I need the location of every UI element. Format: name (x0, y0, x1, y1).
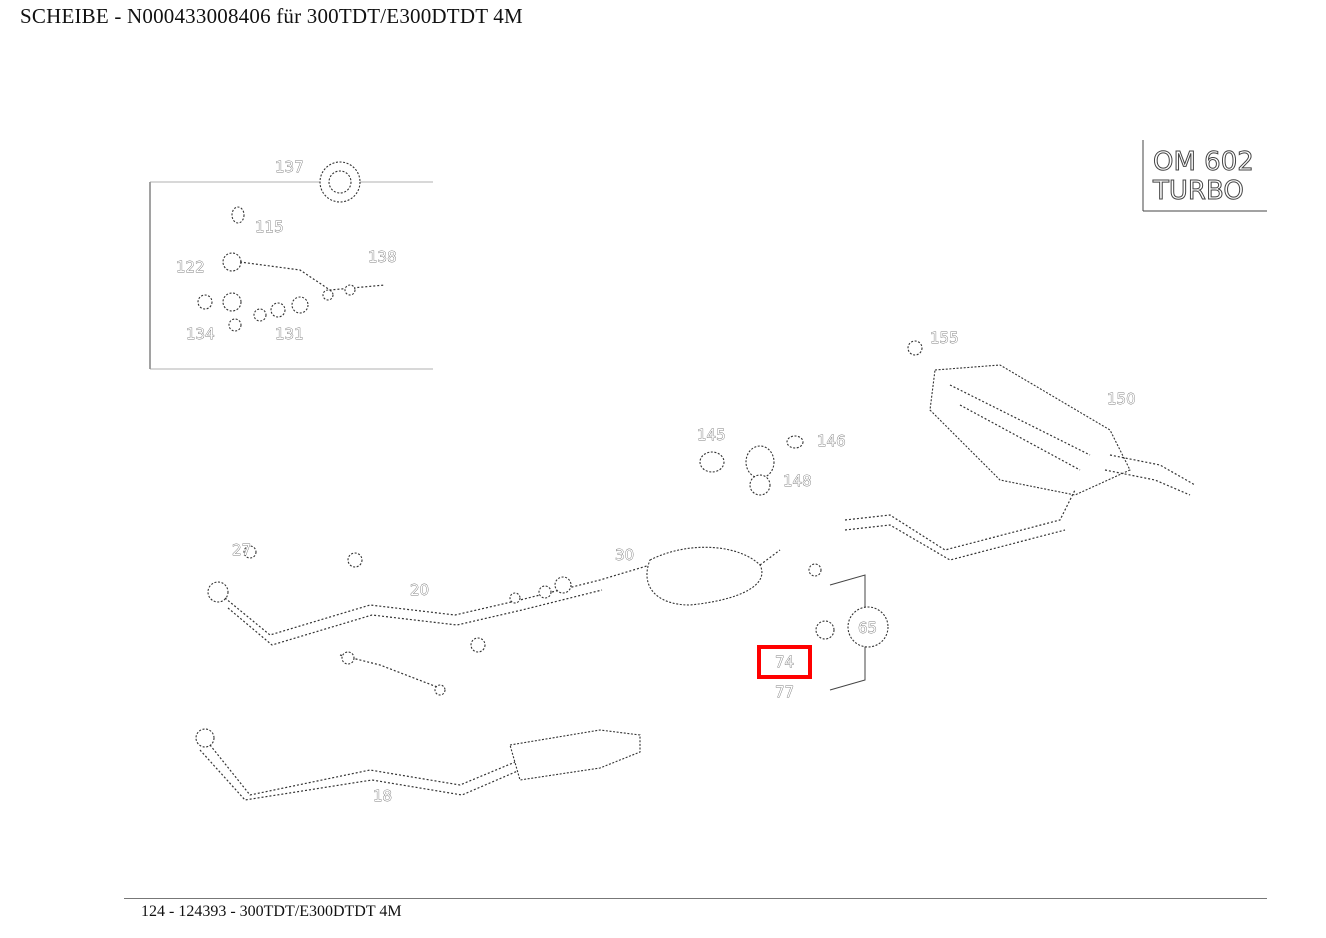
engine-label-line2: TURBO (1152, 176, 1244, 206)
support-bracket (339, 651, 446, 696)
mounting-bracket-group: 65 77 74 (757, 563, 889, 701)
callout-150: 150 (1107, 390, 1136, 408)
catalytic-converter-part (509, 729, 641, 781)
callout-145: 145 (697, 426, 726, 444)
highlighted-part-box[interactable] (757, 645, 812, 679)
footer-caption: 124 - 124393 - 300TDT/E300DTDT 4M (141, 903, 402, 920)
callout-137: 137 (275, 158, 304, 176)
center-muffler-part (646, 546, 763, 606)
callout-148: 148 (783, 472, 812, 490)
callout-131: 131 (275, 325, 304, 343)
callout-155: 155 (930, 329, 959, 347)
callout-77: 77 (775, 683, 794, 701)
callout-134: 134 (186, 325, 215, 343)
callout-27: 27 (232, 541, 251, 559)
callout-30: 30 (615, 546, 634, 564)
rear-muffler: 155 150 (907, 329, 1196, 496)
footer-divider (124, 898, 1267, 899)
engine-designation-box: OM 602 TURBO (1142, 140, 1267, 212)
callout-74: 74 (775, 653, 794, 671)
rubber-mount-part (907, 340, 923, 356)
detail-inset: 137 115 122 138 134 131 (149, 158, 433, 370)
catalytic-converter-pipe: 18 (195, 728, 641, 805)
callout-122: 122 (176, 258, 205, 276)
hanger-group: 145 146 148 (697, 426, 846, 496)
page-title: SCHEIBE - N000433008406 für 300TDT/E300D… (20, 4, 523, 28)
front-pipe-assembly: 27 20 30 (207, 541, 781, 653)
engine-label-line1: OM 602 (1153, 147, 1254, 177)
intermediate-pipe (844, 489, 1076, 551)
callout-115: 115 (255, 218, 284, 236)
callout-65: 65 (858, 619, 877, 637)
callout-20: 20 (410, 581, 429, 599)
callout-138: 138 (368, 248, 397, 266)
callout-146: 146 (817, 432, 846, 450)
callout-18: 18 (373, 787, 392, 805)
